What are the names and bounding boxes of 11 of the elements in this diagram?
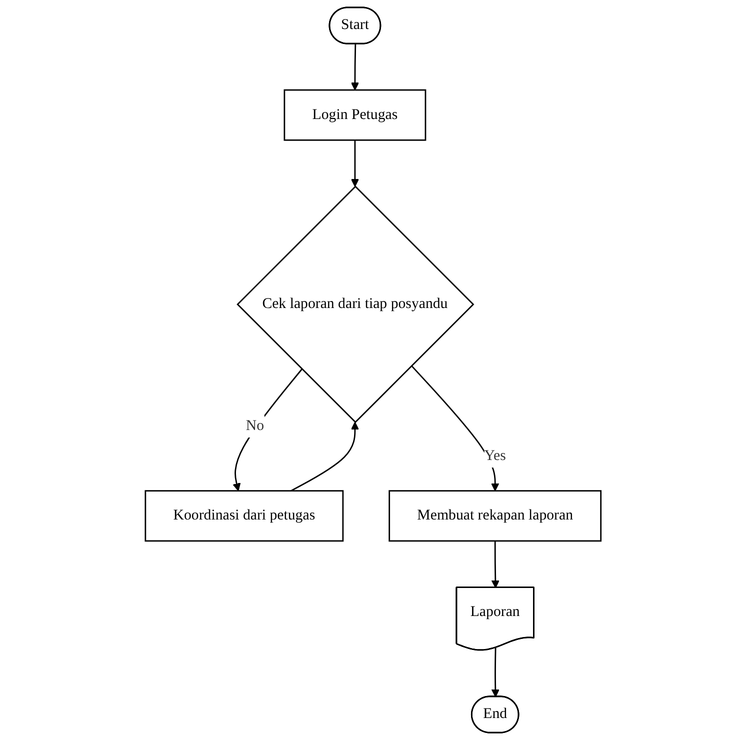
arrow xyxy=(350,44,359,90)
arrow xyxy=(232,368,302,492)
arrow xyxy=(350,140,359,187)
arrow xyxy=(491,648,500,698)
edge-label: Yes xyxy=(484,448,506,464)
node-box: Login Petugas xyxy=(284,89,426,141)
arrow xyxy=(491,540,500,588)
node-box: Membuat rekapan laporan xyxy=(388,490,602,542)
arrow xyxy=(410,365,500,492)
node-box: Koordinasi dari petugas xyxy=(144,490,344,542)
arrow xyxy=(290,422,359,492)
